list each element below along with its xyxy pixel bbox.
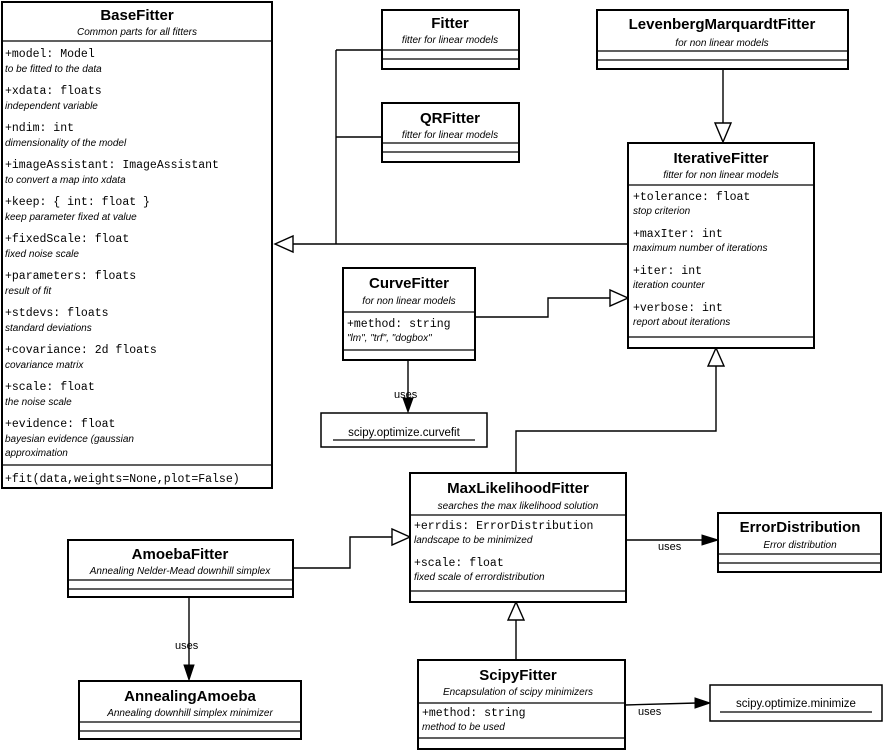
- class-note: fitter for linear models: [402, 35, 498, 46]
- attribute-description: to be fitted to the data: [5, 64, 102, 75]
- attribute-description: landscape to be minimized: [414, 535, 533, 546]
- attribute-signature: +covariance: 2d floats: [5, 344, 157, 357]
- attribute-description: fixed noise scale: [5, 249, 79, 260]
- attribute-description: maximum number of iterations: [633, 243, 768, 254]
- uses-label-curvefit: uses: [394, 389, 418, 401]
- uses-arrowhead-errdis: [701, 534, 720, 546]
- attribute-description: the noise scale: [5, 397, 72, 408]
- uses-arrowhead-minimize: [694, 697, 712, 709]
- attribute-signature: +evidence: float: [5, 418, 115, 431]
- class-amoebafitter: AmoebaFitter Annealing Nelder-Mead downh…: [67, 539, 294, 598]
- inherit-arrowhead-mlf: [706, 346, 726, 367]
- package-name: scipy.optimize.minimize: [736, 698, 856, 710]
- attribute-description: "lm", "trf", "dogbox": [347, 333, 432, 344]
- attribute-signature: +model: Model: [5, 48, 95, 61]
- class-name: Fitter: [431, 15, 469, 32]
- attribute-description: covariance matrix: [5, 360, 84, 371]
- package-minimize: scipy.optimize.minimize: [709, 684, 883, 722]
- inherit-arrowhead-curvefitter: [609, 288, 630, 308]
- class-annealingamoeba: AnnealingAmoeba Annealing downhill simpl…: [78, 680, 302, 740]
- attribute-signature: +parameters: floats: [5, 270, 136, 283]
- attribute-signature: +iter: int: [633, 265, 702, 278]
- attribute-signature: +method: string: [422, 707, 526, 720]
- attribute-description: stop criterion: [633, 206, 691, 217]
- attribute-description: bayesian evidence (gaussian: [5, 434, 134, 445]
- class-name: CurveFitter: [369, 275, 449, 292]
- attribute-description: approximation: [5, 448, 68, 459]
- attribute-description: iteration counter: [633, 280, 705, 291]
- attribute-signature: +keep: { int: float }: [5, 196, 150, 209]
- attribute-signature: +xdata: floats: [5, 85, 102, 98]
- attribute-description: report about iterations: [633, 317, 730, 328]
- class-errordistribution: ErrorDistribution Error distribution: [717, 512, 882, 573]
- class-fitter: Fitter fitter for linear models: [381, 9, 520, 70]
- class-note: fitter for non linear models: [663, 170, 779, 181]
- attribute-description: fixed scale of errordistribution: [414, 572, 545, 583]
- class-scipyfitter: ScipyFitter Encapsulation of scipy minim…: [417, 659, 626, 750]
- attribute-signature: +imageAssistant: ImageAssistant: [5, 159, 219, 172]
- inherit-arrowhead-amoeba: [391, 527, 412, 547]
- attribute-description: dimensionality of the model: [5, 138, 127, 149]
- attribute-signature: +stdevs: floats: [5, 307, 109, 320]
- inherit-arrowhead-scipy: [506, 600, 526, 621]
- class-note: Error distribution: [763, 540, 837, 551]
- class-name: MaxLikelihoodFitter: [447, 480, 589, 497]
- connectors: uses uses uses uses: [175, 49, 733, 718]
- package-name: scipy.optimize.curvefit: [348, 427, 460, 439]
- attribute-signature: +ndim: int: [5, 122, 74, 135]
- attribute-description: standard deviations: [5, 323, 92, 334]
- inherit-line-mlf: [515, 366, 717, 473]
- class-name: BaseFitter: [100, 7, 174, 24]
- class-name: IterativeFitter: [673, 150, 768, 167]
- attribute-description: independent variable: [5, 101, 98, 112]
- class-note: for non linear models: [675, 38, 768, 49]
- class-name: AmoebaFitter: [132, 546, 229, 563]
- inherit-line-curvefitter: [475, 297, 610, 318]
- attribute-signature: +scale: float: [414, 557, 504, 570]
- class-note: searches the max likelihood solution: [438, 501, 599, 512]
- class-note: for non linear models: [362, 296, 455, 307]
- class-note: Annealing Nelder-Mead downhill simplex: [89, 566, 271, 577]
- attribute-description: result of fit: [5, 286, 52, 297]
- class-basefitter: BaseFitter Common parts for all fitters …: [1, 1, 273, 489]
- uses-line-minimize: [624, 702, 698, 706]
- inherit-line-amoeba: [293, 536, 392, 569]
- class-levenbergmarquardtfitter: LevenbergMarquardtFitter for non linear …: [596, 9, 849, 70]
- uses-label-annealing: uses: [175, 640, 199, 652]
- attribute-description: method to be used: [422, 722, 505, 733]
- inherit-arrowhead-lm: [713, 122, 733, 144]
- attribute-signature: +maxIter: int: [633, 228, 723, 241]
- class-note: Annealing downhill simplex minimizer: [106, 708, 273, 719]
- attribute-description: keep parameter fixed at value: [5, 212, 137, 223]
- attribute-signature: +verbose: int: [633, 302, 723, 315]
- uses-arrowhead-curvefit: [402, 397, 414, 414]
- method-signature: +fit(data,weights=None,plot=False): [5, 473, 240, 486]
- class-note: Encapsulation of scipy minimizers: [443, 687, 593, 698]
- class-qrfitter: QRFitter fitter for linear models: [381, 102, 520, 163]
- uses-label-errdis: uses: [658, 541, 682, 553]
- attribute-description: to convert a map into xdata: [5, 175, 126, 186]
- class-maxlikelihoodfitter: MaxLikelihoodFitter searches the max lik…: [409, 472, 627, 603]
- attribute-signature: +method: string: [347, 318, 451, 331]
- class-name: QRFitter: [420, 110, 480, 127]
- class-name: ScipyFitter: [479, 667, 557, 684]
- attribute-signature: +fixedScale: float: [5, 233, 129, 246]
- attribute-signature: +tolerance: float: [633, 191, 750, 204]
- uses-label-minimize: uses: [638, 706, 662, 718]
- attribute-signature: +scale: float: [5, 381, 95, 394]
- package-curvefit: scipy.optimize.curvefit: [320, 412, 488, 448]
- attribute-signature: +errdis: ErrorDistribution: [414, 520, 593, 533]
- class-name: ErrorDistribution: [740, 519, 861, 536]
- class-note: Common parts for all fitters: [77, 27, 197, 38]
- inherit-arrowhead-basefitter: [273, 234, 294, 254]
- class-iterativefitter: IterativeFitter fitter for non linear mo…: [627, 142, 815, 349]
- uses-arrowhead-annealing: [183, 664, 195, 682]
- class-note: fitter for linear models: [402, 130, 498, 141]
- class-curvefitter: CurveFitter for non linear models +metho…: [342, 267, 476, 361]
- class-name: AnnealingAmoeba: [124, 688, 256, 705]
- class-name: LevenbergMarquardtFitter: [629, 16, 816, 33]
